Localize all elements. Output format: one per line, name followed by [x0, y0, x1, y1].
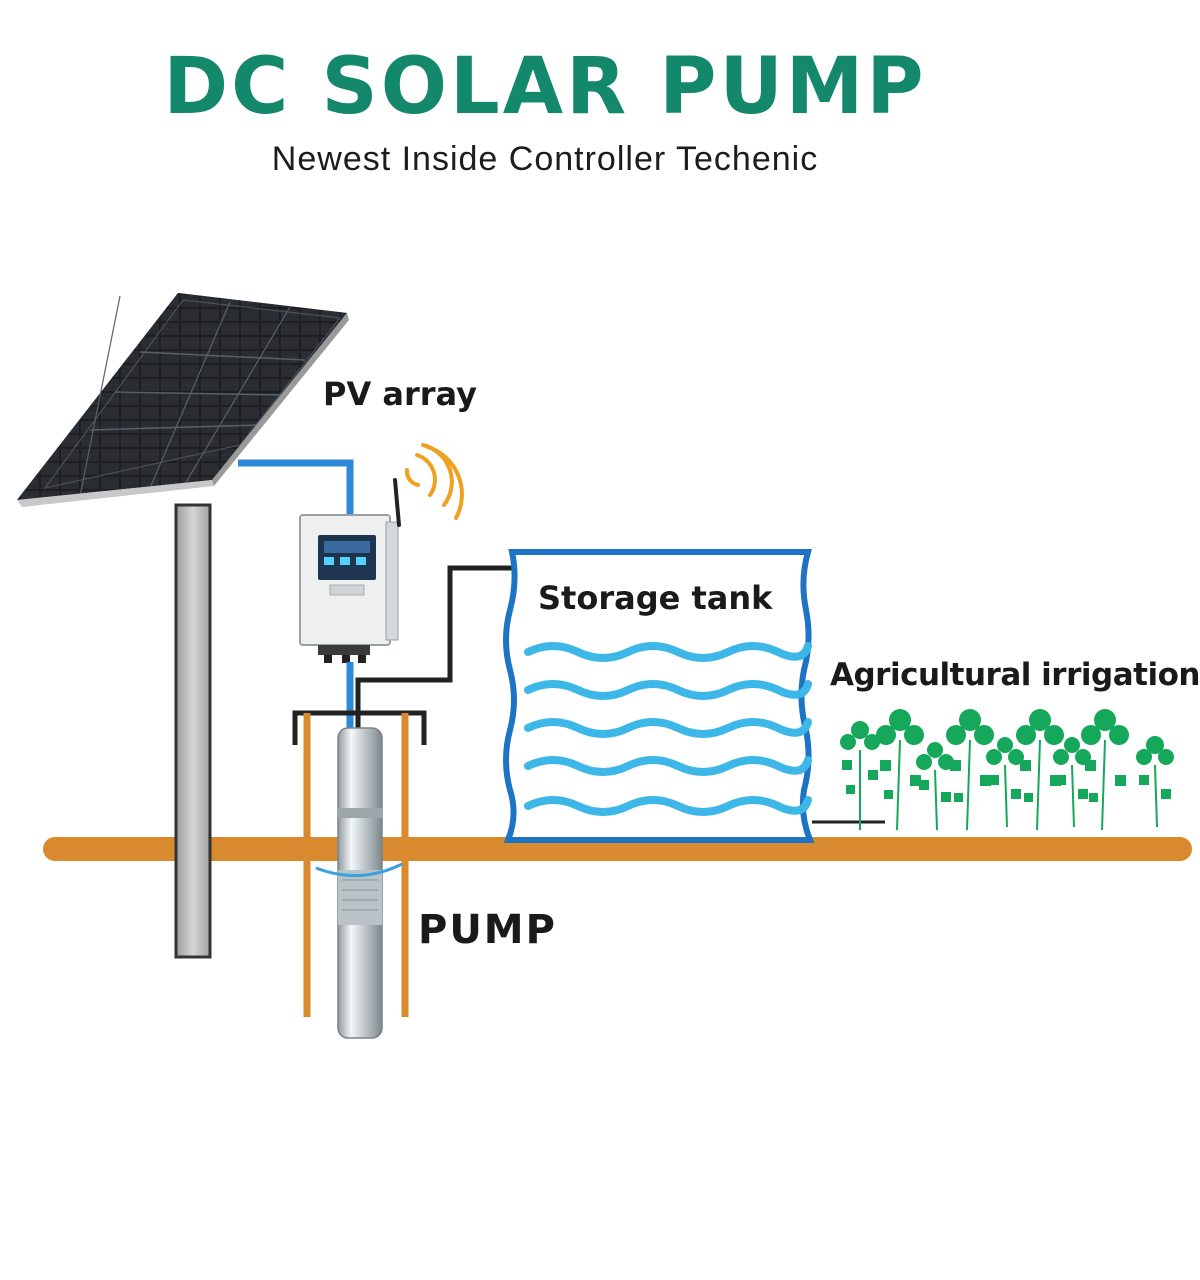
panel-pole — [174, 503, 212, 959]
label-agricultural-irrigation: Agricultural irrigation — [830, 657, 1200, 693]
page-title: DC SOLAR PUMP — [163, 42, 927, 132]
label-storage-tank: Storage tank — [538, 579, 773, 617]
label-pump: PUMP — [418, 907, 557, 953]
label-pv-array: PV array — [323, 375, 477, 413]
wireless-signal-icon — [404, 443, 464, 520]
storage-tank — [503, 549, 815, 843]
well-casing — [292, 710, 427, 1017]
controller — [299, 478, 401, 663]
page-subtitle: Newest Inside Controller Techenic — [271, 140, 819, 178]
submersible-pump — [315, 727, 403, 1039]
pv-cable — [238, 459, 354, 520]
solar-panel — [17, 293, 349, 507]
outlet-pipe — [355, 565, 560, 735]
crop-plants-icon — [840, 709, 1174, 831]
